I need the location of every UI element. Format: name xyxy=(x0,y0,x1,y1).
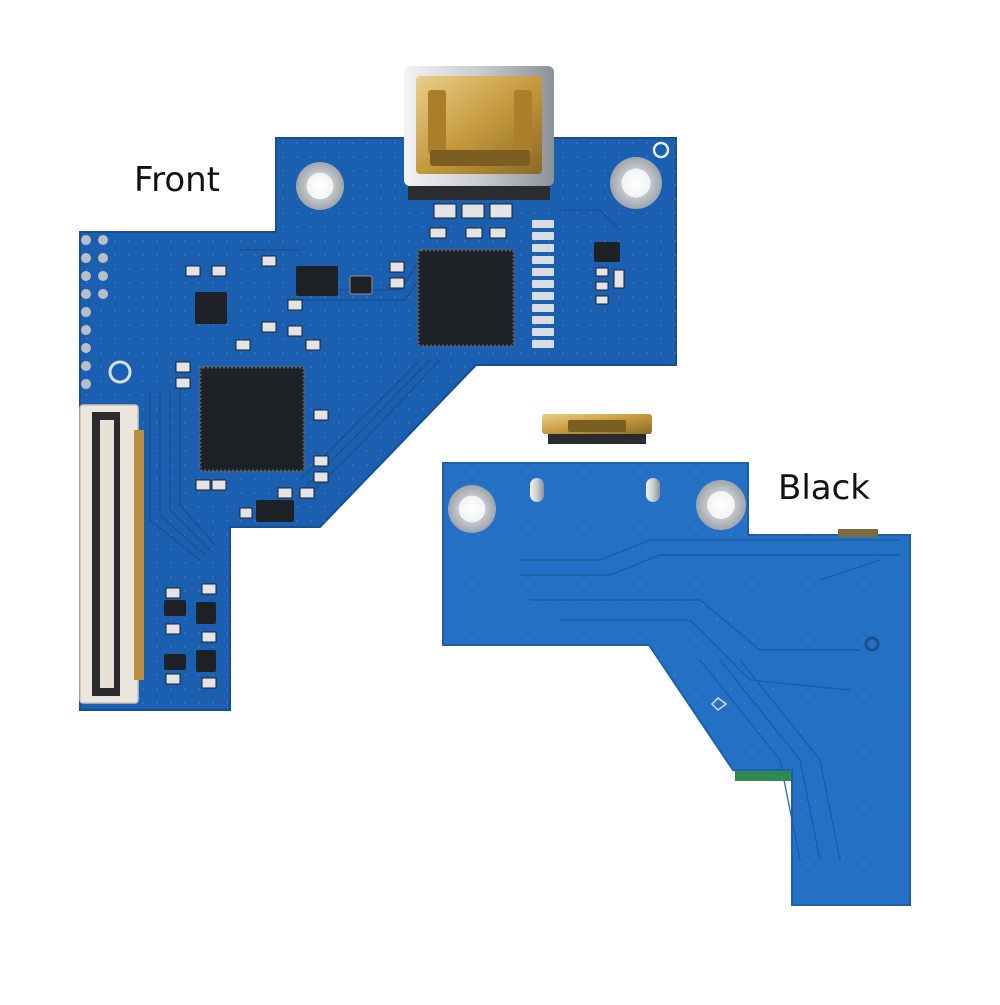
front-small-chip-6 xyxy=(196,650,216,672)
front-small-chip-2 xyxy=(296,266,338,296)
back-pin-right xyxy=(646,478,660,502)
front-small-chip-1 xyxy=(195,292,227,324)
front-hdmi-chip xyxy=(416,248,516,348)
front-board xyxy=(79,66,677,711)
front-main-chip xyxy=(198,365,306,473)
back-hdmi-connector xyxy=(542,414,652,444)
front-small-chip-3 xyxy=(256,500,294,522)
back-marker xyxy=(710,697,728,711)
back-pin-left xyxy=(530,478,544,502)
front-small-chip-5 xyxy=(196,602,216,624)
back-via-field xyxy=(443,463,910,905)
front-small-chip-4 xyxy=(594,242,620,262)
back-label: Black xyxy=(778,468,870,508)
back-small-hole xyxy=(864,636,880,652)
front-via-field xyxy=(80,138,676,710)
back-edge-component xyxy=(735,771,791,781)
front-fpc-connector xyxy=(79,404,144,704)
front-mounting-hole-left xyxy=(296,162,344,210)
back-board xyxy=(442,414,911,906)
back-edge-component-2 xyxy=(838,529,878,537)
front-passives xyxy=(165,203,625,689)
front-crystal xyxy=(349,275,373,295)
back-mounting-hole-right xyxy=(696,480,746,530)
front-small-chip-8 xyxy=(164,654,186,670)
front-fiducial xyxy=(108,360,132,384)
front-hdmi-connector xyxy=(404,66,554,200)
front-resistor-array xyxy=(532,220,554,348)
front-pin-header xyxy=(81,235,108,389)
back-mounting-hole-left xyxy=(448,485,496,533)
back-traces xyxy=(520,539,900,861)
front-label: Front xyxy=(134,160,220,200)
front-small-hole xyxy=(652,141,670,159)
front-mounting-hole-right xyxy=(610,157,662,209)
front-small-chip-7 xyxy=(164,600,186,616)
